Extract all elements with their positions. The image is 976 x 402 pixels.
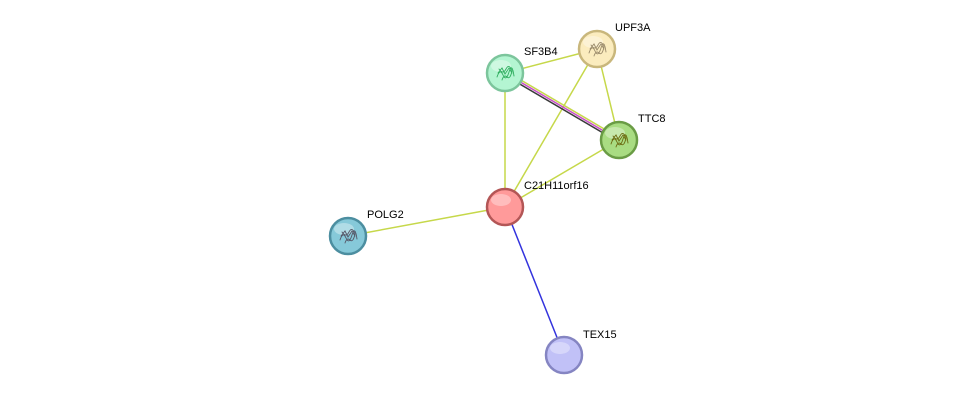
node-polg2[interactable] [328,216,368,256]
edge-sf3b4-ttc8[interactable] [504,72,620,141]
protein-structure-icon [610,133,629,148]
node-label-sf3b4: SF3B4 [524,46,558,58]
node-c21h11orf16[interactable] [485,187,525,227]
node-label-upf3a: UPF3A [615,22,651,34]
node-highlight [491,194,511,206]
edge-c21h11orf16-tex15[interactable] [504,206,565,356]
node-ttc8[interactable] [599,120,639,160]
node-circle[interactable] [485,187,525,227]
node-circle[interactable] [544,335,584,375]
node-label-polg2: POLG2 [367,209,404,221]
node-sf3b4[interactable] [485,53,525,93]
node-highlight [550,342,570,354]
node-label-tex15: TEX15 [583,329,617,341]
protein-structure-icon [496,66,515,81]
node-label-c21h11orf16: C21H11orf16 [524,180,589,192]
node-upf3a[interactable] [577,29,617,69]
node-tex15[interactable] [544,335,584,375]
edge-c21h11orf16-polg2[interactable] [347,206,506,237]
nodes-layer [328,29,639,375]
edge-sf3b4-ttc8[interactable] [505,70,621,139]
protein-structure-icon [588,42,607,57]
edge-c21h11orf16-ttc8[interactable] [504,139,620,208]
node-label-ttc8: TTC8 [638,113,666,125]
edge-c21h11orf16-upf3a[interactable] [504,48,598,208]
protein-structure-icon [339,229,358,244]
edge-sf3b4-ttc8[interactable] [503,74,619,143]
edges-layer [347,48,621,356]
